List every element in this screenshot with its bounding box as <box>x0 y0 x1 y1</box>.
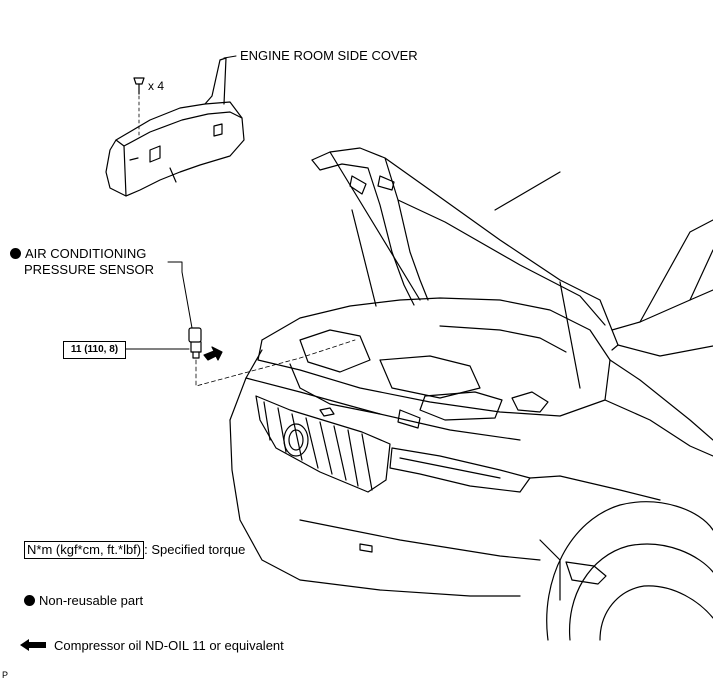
legend-torque-text: : Specified torque <box>144 542 246 557</box>
corner-mark: P <box>2 670 8 680</box>
pressure-sensor-label-text1: AIR CONDITIONING <box>25 246 147 261</box>
legend-compressor-oil-text: Compressor oil ND-OIL 11 or equivalent <box>54 638 284 653</box>
pressure-sensor <box>188 327 202 359</box>
legend-non-reusable-text: Non-reusable part <box>39 593 144 608</box>
legend-torque: N*m (kgf*cm, ft.*lbf): Specified torque <box>24 541 245 559</box>
engine-room-side-cover <box>105 57 245 197</box>
clip-icon <box>133 77 145 95</box>
vehicle <box>229 147 713 641</box>
pressure-sensor-label-line1: AIR CONDITIONING <box>10 246 146 262</box>
legend-torque-box: N*m (kgf*cm, ft.*lbf) <box>24 541 145 559</box>
legend-non-reusable: Non-reusable part <box>24 593 143 609</box>
clip-quantity-label: x 4 <box>148 79 165 93</box>
left-arrow-icon <box>20 639 46 651</box>
legend-compressor-oil: Compressor oil ND-OIL 11 or equivalent <box>20 638 284 654</box>
torque-value-box: 11 (110, 8) <box>63 341 126 359</box>
engine-room-side-cover-label: ENGINE ROOM SIDE COVER <box>240 48 418 63</box>
oil-point-arrow-icon <box>203 346 223 361</box>
non-reusable-dot-icon <box>10 248 21 259</box>
pressure-sensor-label-line2: PRESSURE SENSOR <box>24 262 155 277</box>
filled-circle-icon <box>24 595 35 606</box>
